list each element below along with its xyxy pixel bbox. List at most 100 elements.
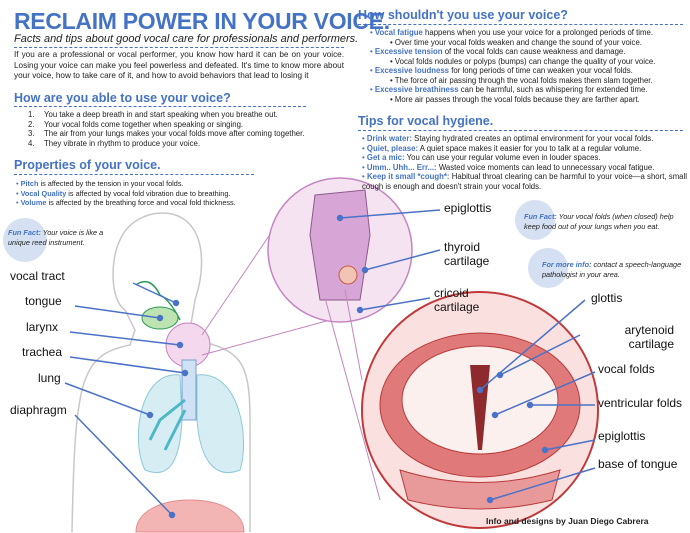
zoom-line bbox=[201, 319, 331, 356]
label-lung: lung bbox=[38, 371, 61, 385]
tip-item: Keep it small *cough*: Habitual throat c… bbox=[362, 172, 687, 191]
zoom-line bbox=[344, 289, 363, 381]
label-thyroid-cartilage: thyroid cartilage bbox=[444, 240, 490, 268]
property-item: Volume is affected by the breathing forc… bbox=[16, 198, 236, 208]
property-term: Pitch bbox=[20, 179, 39, 188]
properties-list: Pitch is affected by the tension in your… bbox=[16, 179, 236, 208]
divider bbox=[14, 106, 306, 107]
label-epiglottis-top: epiglottis bbox=[444, 201, 492, 215]
how-use-steps: 1.You take a deep breath in and start sp… bbox=[28, 110, 304, 148]
tip-term: Get a mic: bbox=[366, 153, 405, 162]
shouldnt-term: Excessive tension bbox=[374, 47, 443, 56]
shouldnt-term: Vocal fatigue bbox=[374, 28, 423, 37]
shouldnt-term: Excessive loudness bbox=[374, 66, 450, 75]
tips-list: Drink water: Staying hydrated creates an… bbox=[362, 134, 687, 191]
cartilage-shape bbox=[309, 189, 371, 301]
label-arytenoid-cartilage: arytenoid cartilage bbox=[624, 323, 674, 351]
left-lung-shape bbox=[137, 374, 183, 473]
page-title: RECLAIM POWER IN YOUR VOICE. bbox=[14, 8, 390, 34]
property-item: Pitch is affected by the tension in your… bbox=[16, 179, 236, 189]
label-diaphragm: diaphragm bbox=[10, 403, 67, 417]
tip-term: Umm.. Uhh... Err...: bbox=[366, 162, 437, 172]
shouldnt-subitem: Vocal folds nodules or polyps (bumps) ca… bbox=[370, 57, 655, 67]
label-cricoid-cartilage: cricoid cartilage bbox=[434, 286, 480, 314]
label-epiglottis-bottom: epiglottis bbox=[598, 429, 646, 443]
label-larynx: larynx bbox=[26, 320, 59, 334]
tongue-base-shape bbox=[399, 469, 561, 510]
shouldnt-subitem: More air passes through the vocal folds … bbox=[370, 95, 655, 105]
label-tongue: tongue bbox=[25, 294, 62, 308]
step-item: 3.The air from your lungs makes your voc… bbox=[28, 129, 305, 138]
shouldnt-heading: How shouldn't you use your voice? bbox=[358, 8, 568, 22]
step-item: 4.They vibrate in rhythm to produce your… bbox=[28, 138, 201, 148]
shouldnt-term: Excessive breathiness bbox=[374, 85, 459, 94]
tip-text: Staying hydrated creates an optimal envi… bbox=[411, 134, 654, 143]
shouldnt-text: can be harmful, such as whispering for e… bbox=[458, 85, 648, 94]
fun-fact-circle-left bbox=[3, 218, 47, 262]
property-term: Vocal Quality bbox=[20, 188, 67, 198]
tip-text: You can use your regular volume even in … bbox=[404, 153, 601, 162]
fun-fact-text: Your vocal folds (when closed) help keep… bbox=[524, 212, 674, 231]
tip-text: Wasted voice moments can lead to unneces… bbox=[436, 162, 655, 172]
step-text: They vibrate in rhythm to produce your v… bbox=[44, 138, 201, 148]
shouldnt-item: Vocal fatigue happens when you use your … bbox=[370, 28, 655, 38]
shouldnt-item: Excessive tension of the vocal folds can… bbox=[370, 47, 655, 57]
tips-heading: Tips for vocal hygiene. bbox=[358, 114, 494, 128]
properties-heading: Properties of your voice. bbox=[14, 158, 161, 172]
bronchi-shape bbox=[148, 398, 187, 451]
step-text: You take a deep breath in and start spea… bbox=[44, 110, 278, 119]
property-text: is affected by the breathing force and v… bbox=[46, 198, 236, 207]
divider bbox=[358, 24, 683, 25]
shouldnt-subitem: Over time your vocal folds weaken and ch… bbox=[370, 38, 655, 48]
tip-term: Drink water: bbox=[366, 134, 412, 143]
divider bbox=[358, 130, 683, 131]
right-lung-shape bbox=[196, 374, 245, 473]
tip-item: Drink water: Staying hydrated creates an… bbox=[362, 134, 687, 144]
more-info-circle bbox=[528, 248, 568, 288]
tip-text: Habitual throat clearing can be harmful … bbox=[362, 172, 687, 191]
step-item: 2.Your vocal folds come together when sp… bbox=[28, 119, 244, 129]
tip-term: Keep it small *cough*: bbox=[366, 172, 450, 181]
intro-paragraph: If you are a professional or vocal perfo… bbox=[14, 50, 344, 80]
credit: Info and designs by Juan Diego Cabrera bbox=[486, 516, 649, 526]
cricoid-ring-shape bbox=[338, 265, 358, 285]
label-glottis: glottis bbox=[591, 291, 623, 305]
label-vocal-tract: vocal tract bbox=[10, 269, 65, 283]
step-text: Your vocal folds come together when spea… bbox=[44, 119, 244, 129]
shouldnt-text: for long periods of time can weaken your… bbox=[449, 66, 633, 75]
divider bbox=[14, 47, 344, 48]
how-use-heading: How are you able to use your voice? bbox=[14, 91, 231, 105]
fun-fact-circle-right bbox=[515, 200, 555, 240]
label-trachea: trachea bbox=[22, 345, 63, 359]
tip-item: Umm.. Uhh... Err...: Wasted voice moment… bbox=[362, 163, 687, 173]
tip-text: A quiet space makes it easier for you to… bbox=[418, 143, 642, 153]
tip-item: Get a mic: You can use your regular volu… bbox=[362, 153, 687, 163]
label-ventricular-folds: ventricular folds bbox=[598, 396, 683, 410]
shouldnt-text: of the vocal folds can cause weakness an… bbox=[442, 47, 626, 56]
shouldnt-list: Vocal fatigue happens when you use your … bbox=[370, 28, 655, 104]
zoom-line bbox=[324, 297, 381, 501]
label-vocal-folds: vocal folds bbox=[598, 362, 655, 376]
body-outline bbox=[71, 212, 251, 533]
more-info-text: contact a speech-language pathologist in… bbox=[542, 260, 682, 279]
shouldnt-item: Excessive loudness for long periods of t… bbox=[370, 66, 655, 76]
shouldnt-text: happens when you use your voice for a pr… bbox=[422, 28, 654, 37]
fun-fact-label: Fun Fact: bbox=[8, 228, 41, 237]
label-base-of-tongue: base of tongue bbox=[598, 457, 678, 471]
shouldnt-subitem: The force of air passing through the voc… bbox=[370, 76, 655, 86]
tip-term: Quiet, please: bbox=[366, 143, 419, 153]
more-info-label: For more info: bbox=[542, 260, 592, 269]
step-text: The air from your lungs makes your vocal… bbox=[44, 129, 305, 138]
property-text: is affected by the tension in your vocal… bbox=[38, 179, 184, 188]
property-text: is affected by vocal fold vibration due … bbox=[66, 188, 231, 198]
shouldnt-item: Excessive breathiness can be harmful, su… bbox=[370, 85, 655, 95]
property-item: Vocal Quality is affected by vocal fold … bbox=[16, 189, 236, 199]
fun-fact-text: Your voice is like a unique reed instrum… bbox=[8, 228, 104, 247]
step-item: 1.You take a deep breath in and start sp… bbox=[28, 110, 278, 119]
fun-fact-left: Fun Fact: Your voice is like a unique re… bbox=[8, 228, 113, 247]
fun-fact-label: Fun Fact: bbox=[524, 212, 557, 221]
property-term: Volume bbox=[20, 198, 47, 207]
more-info: For more info: contact a speech-language… bbox=[542, 260, 682, 279]
divider bbox=[14, 174, 254, 175]
